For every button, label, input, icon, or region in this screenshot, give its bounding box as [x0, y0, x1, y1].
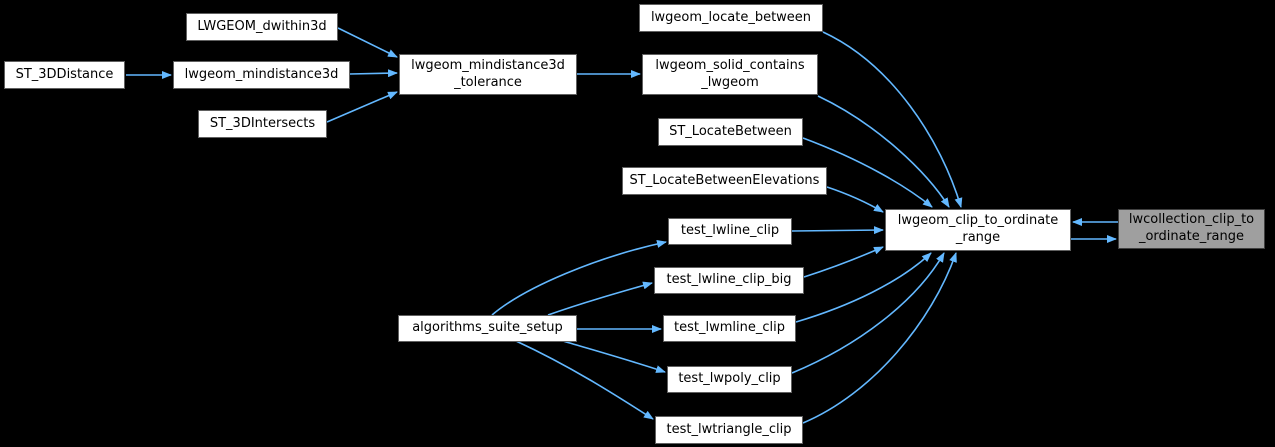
node-lwcollection-clip[interactable]: lwcollection_clip_to _ordinate_range	[1118, 209, 1265, 249]
node-st-locatebetween-elev[interactable]: ST_LocateBetweenElevations	[622, 167, 827, 195]
edge-test-lwtriangle-clip--clip-to-ordinate-range	[802, 252, 957, 424]
node-lwgeom-mindistance3d[interactable]: lwgeom_mindistance3d	[173, 61, 350, 89]
edge-algorithms-suite-setup--test-lwtriangle-clip	[515, 340, 654, 420]
edge-algorithms-suite-setup--test-lwline-clip	[491, 240, 667, 316]
node-test-lwtriangle-clip[interactable]: test_lwtriangle_clip	[655, 416, 803, 444]
node-clip-to-ordinate-range[interactable]: lwgeom_clip_to_ordinate _range	[885, 209, 1071, 251]
edge-algorithms-suite-setup--test-lwline-clip-big	[547, 281, 653, 316]
edge-st-locatebetween-elev--clip-to-ordinate-range	[826, 186, 884, 213]
edge-test-lwline-clip-big--clip-to-ordinate-range	[803, 246, 884, 278]
node-mindistance3d-tolerance[interactable]: lwgeom_mindistance3d _tolerance	[399, 54, 577, 95]
node-solid-contains-lwgeom[interactable]: lwgeom_solid_contains _lwgeom	[642, 54, 818, 95]
node-lwgeom-dwithin3d[interactable]: LWGEOM_dwithin3d	[186, 13, 338, 41]
edge-test-lwline-clip--clip-to-ordinate-range	[791, 226, 884, 235]
edge-algorithms-suite-setup--test-lwpoly-clip	[562, 340, 666, 373]
node-st-3ddistance[interactable]: ST_3DDistance	[4, 61, 125, 89]
node-st-3dintersects[interactable]: ST_3DIntersects	[198, 110, 327, 138]
edge-st-3dintersects--mindistance3d-tolerance	[326, 91, 398, 123]
edge-solid-contains-lwgeom--clip-to-ordinate-range	[817, 95, 950, 208]
node-st-locatebetween[interactable]: ST_LocateBetween	[658, 118, 803, 146]
edge-lwgeom-dwithin3d--mindistance3d-tolerance	[337, 27, 398, 58]
node-test-lwpoly-clip[interactable]: test_lwpoly_clip	[667, 366, 792, 393]
edge-lwgeom-mindistance3d--mindistance3d-tolerance	[349, 69, 398, 78]
node-test-lwline-clip[interactable]: test_lwline_clip	[668, 218, 792, 245]
edge-lwgeom-locate-between--clip-to-ordinate-range	[822, 31, 963, 208]
edge-st-locatebetween--clip-to-ordinate-range	[802, 137, 933, 208]
node-test-lwline-clip-big[interactable]: test_lwline_clip_big	[654, 267, 804, 294]
node-lwgeom-locate-between[interactable]: lwgeom_locate_between	[639, 4, 823, 32]
edge-test-lwpoly-clip--clip-to-ordinate-range	[791, 252, 945, 374]
node-algorithms-suite-setup[interactable]: algorithms_suite_setup	[398, 315, 577, 342]
edge-test-lwmline-clip--clip-to-ordinate-range	[795, 252, 932, 323]
node-test-lwmline-clip[interactable]: test_lwmline_clip	[663, 315, 796, 342]
